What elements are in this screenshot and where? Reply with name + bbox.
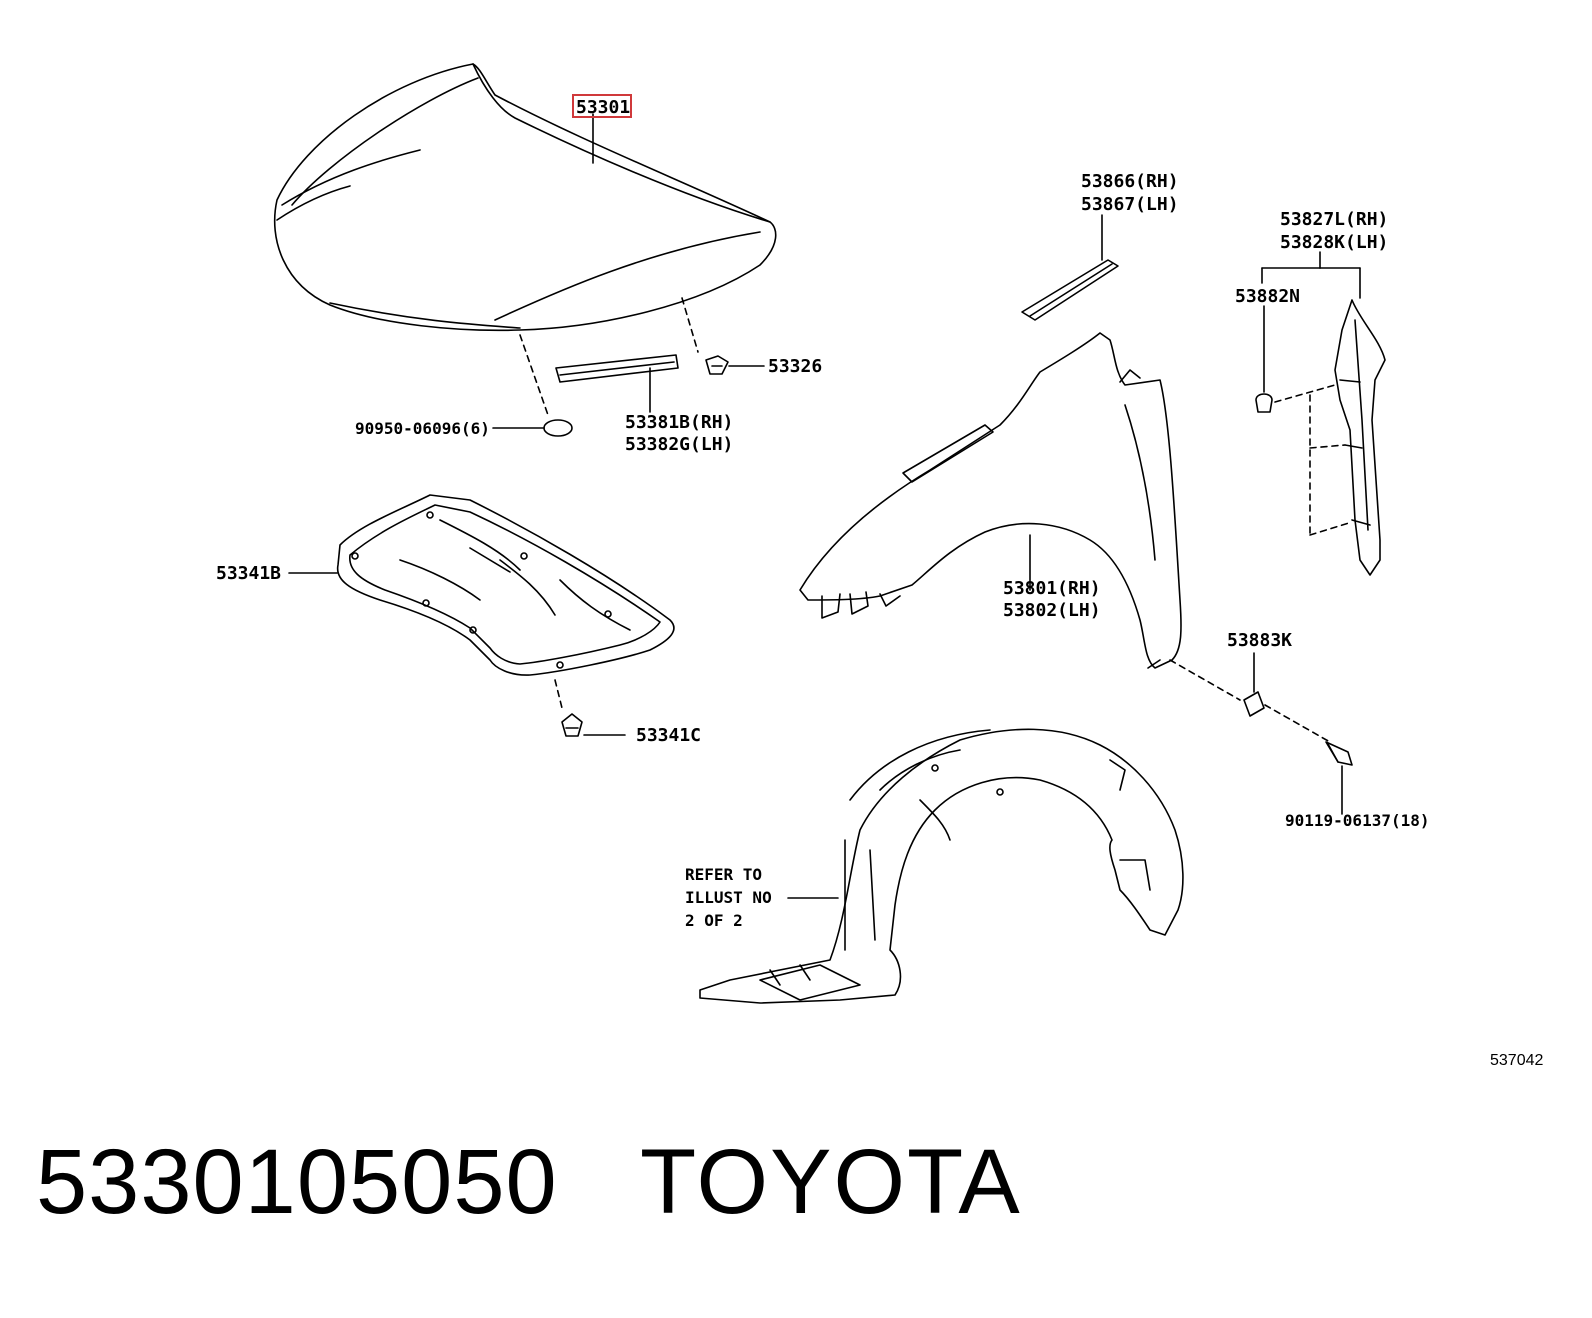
clip-53882n-dashed-a — [1274, 384, 1336, 403]
fender-lh-callout[interactable]: 53802(LH) — [1003, 600, 1101, 621]
nut-dashed-line — [1169, 659, 1241, 701]
clip-dashed-line — [681, 297, 699, 353]
grommet-drawing — [543, 419, 573, 437]
insulator-clip-callout[interactable]: 53341C — [636, 725, 701, 746]
clip-53882n-callout[interactable]: 53882N — [1235, 286, 1300, 307]
refer-text-line1: REFER TO — [685, 865, 762, 884]
side-seal-lh-callout[interactable]: 53828K(LH) — [1280, 232, 1388, 253]
side-seal-rh-callout[interactable]: 53827L(RH) — [1280, 209, 1388, 230]
fender-upper-seal-drawing — [1021, 259, 1119, 321]
hood-panel-drawing — [273, 63, 777, 332]
upper-seal-lh-callout[interactable]: 53867(LH) — [1081, 194, 1179, 215]
upper-seal-rh-callout[interactable]: 53866(RH) — [1081, 171, 1179, 192]
bolt-drawing — [1325, 741, 1353, 766]
refer-text-line2: ILLUST NO — [685, 888, 772, 907]
clip-53882n-drawing — [1255, 393, 1273, 413]
hood-seal-lh-callout[interactable]: 53382G(LH) — [625, 434, 733, 455]
bolt-dashed-line — [1264, 704, 1331, 743]
illustration-id: 537042 — [1490, 1052, 1544, 1069]
insulator-clip-dashed — [554, 679, 564, 713]
part-number-title: 5330105050 — [36, 1131, 558, 1233]
hood-callout[interactable]: 53301 — [576, 97, 630, 118]
fender-drawing — [799, 332, 1182, 669]
side-seal-drawing — [1334, 299, 1386, 576]
refer-text-line3: 2 OF 2 — [685, 911, 743, 930]
insulator-clip-drawing — [561, 713, 583, 737]
bolt-callout[interactable]: 90119-06137(18) — [1285, 811, 1430, 830]
hood-insulator-drawing — [336, 494, 675, 676]
clip-53326-callout[interactable]: 53326 — [768, 356, 822, 377]
grommet-dashed-line — [519, 334, 549, 416]
grommet-callout[interactable]: 90950-06096(6) — [355, 419, 490, 438]
fender-liner-drawing — [699, 728, 1184, 1004]
clip-53882n-dashed-d — [1309, 521, 1353, 536]
hood-seal-rh-callout[interactable]: 53381B(RH) — [625, 412, 733, 433]
brand-title: TOYOTA — [640, 1131, 1022, 1233]
nut-drawing — [1243, 691, 1265, 717]
nut-callout[interactable]: 53883K — [1227, 630, 1292, 651]
clip-53326-drawing — [705, 355, 729, 375]
insulator-callout[interactable]: 53341B — [216, 563, 281, 584]
clip-53882n-dashed-c — [1309, 444, 1346, 449]
hood-highlight-box — [572, 94, 632, 118]
hood-seal-drawing — [555, 354, 679, 383]
fender-rh-callout[interactable]: 53801(RH) — [1003, 578, 1101, 599]
